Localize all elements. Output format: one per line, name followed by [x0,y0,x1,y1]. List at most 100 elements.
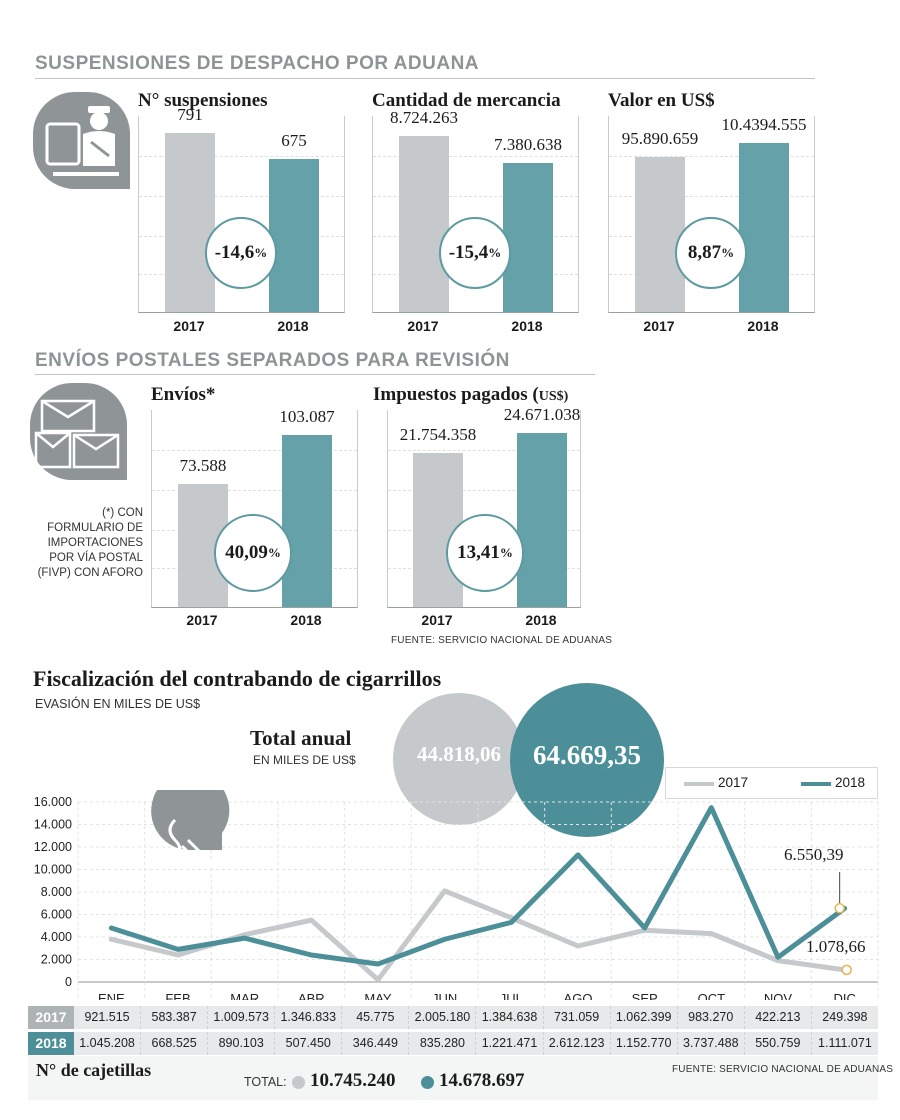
y-tick-label: 14.000 [34,818,72,832]
total-caj-dot-2017 [292,1076,305,1089]
table-cell: 921.515 [84,1010,130,1024]
chart-title-envios: Envíos* [151,384,216,405]
cigarette-icon [151,790,230,868]
bar-value-2018: 103.087 [279,407,335,426]
total-caj-label: TOTAL: [244,1075,287,1089]
bar-2018 [517,433,567,607]
legend-label-2017: 2017 [718,775,749,790]
chart-title-mercancia: Cantidad de mercancia [372,90,561,111]
bar-chart-mercancia: 8.724.263 7.380.638 -15,4% [372,108,579,313]
table-cell: 1.009.573 [207,1006,274,1029]
bar-value-2018: 24.671.038 [503,405,581,424]
table-cell: 550.759 [743,1032,811,1055]
bar-value-2018: 10.4394.555 [721,115,807,134]
total-2017-circle [393,693,525,825]
change-badge: -15,4% [439,217,511,289]
table-cell: 983.270 [676,1006,744,1029]
year-label-2017: 2017 [407,318,439,334]
section-rule [35,78,815,79]
bar-2018 [503,163,553,312]
x-tick-label: ENE [98,991,125,1000]
section-title-suspensiones: SUSPENSIONES DE DESPACHO POR ADUANA [35,53,480,74]
y-tick-label: 6.000 [41,908,72,922]
bar-value-2018: 675 [281,131,307,150]
table-cell: 45.775 [341,1006,408,1029]
year-label-2018: 2018 [525,612,557,628]
x-tick-label: DIC [833,991,855,1000]
table-cell: 1.346.833 [274,1006,341,1029]
point-marker-2017 [841,964,852,976]
table-cell: 668.525 [140,1032,207,1055]
y-tick-label: 10.000 [34,863,72,877]
table-cell: 1.221.471 [475,1032,542,1055]
bar-value-2017: 791 [177,105,203,124]
y-tick-label: 16.000 [34,795,72,809]
x-tick-label: ABR [298,991,325,1000]
year-label-2018: 2018 [511,318,543,334]
bar-2018 [739,143,789,312]
bar-chart-valor: 95.890.659 10.4394.555 8,87% [608,115,815,313]
cajetillas-label: N° de cajetillas [36,1060,152,1080]
chart-title-suspensiones: N° suspensiones [138,90,268,111]
change-badge: 13,41% [446,514,524,592]
bar-2018 [282,435,332,607]
total-caj-2017: 10.745.240 [310,1070,396,1091]
y-tick-label: 12.000 [34,840,72,854]
x-tick-label: NOV [764,991,793,1000]
bar-value-2017: 95.890.659 [621,129,699,148]
total-2018-circle [510,683,664,837]
year-label-2018: 2018 [290,612,322,628]
table-cell: 1.384.638 [475,1006,542,1029]
y-tick-label: 2.000 [41,953,72,967]
total-subtitle: EN MILES DE US$ [253,753,356,767]
y-tick-label: 8.000 [41,885,72,899]
line-chart: 02.0004.0006.0008.00010.00012.00014.0001… [34,790,879,1000]
legend-label-2018: 2018 [835,775,866,790]
table-cell: 583.387 [140,1006,207,1029]
series-line-2018 [108,805,848,967]
table-cell: 1.062.399 [609,1006,677,1029]
section-title-envios: ENVÍOS POSTALES SEPARADOS PARA REVISIÓN [35,350,510,371]
bar-value-2017: 21.754.358 [399,425,477,444]
table-cell: 890.103 [207,1032,274,1055]
x-tick-label: SEP [632,991,658,1000]
x-tick-label: JUN [432,991,457,1000]
bar-chart-envios: 73.588 103.087 40,09% [151,407,358,608]
bar-2017 [399,136,449,312]
y-tick-label: 0 [65,975,72,989]
officer-icon [33,92,130,189]
change-badge: -14,6% [205,217,277,289]
year-label-2018: 2018 [747,318,779,334]
total-title: Total anual [250,726,352,750]
chart-title-valor: Valor en US$ [608,90,715,111]
change-badge: 8,87% [675,217,747,289]
chart-title-impuestos: Impuestos pagados (US$) [373,384,569,405]
total-caj-dot-2018 [421,1076,434,1089]
section-rule [35,374,595,375]
legend: 2017 2018 [665,767,878,799]
source-note-2: FUENTE: SERVICIO NACIONAL DE ADUANAS [672,1064,894,1075]
table-cell: 3.737.488 [676,1032,744,1055]
point-marker-2018 [834,903,845,914]
table-cell: 731.059 [542,1006,610,1029]
total-2017-value: 44.818,06 [417,742,501,766]
x-tick-label: JUL [500,991,523,1000]
source-note: FUENTE: SERVICIO NACIONAL DE ADUANAS [391,635,613,646]
table-cell: 1.045.208 [79,1036,135,1050]
table-footer [28,1056,878,1100]
envelopes-icon [30,383,127,480]
bar-2017 [635,157,685,312]
bar-value-2017: 8.724.263 [390,108,458,127]
year-label-2017: 2017 [643,318,675,334]
bar-value-2018: 7.380.638 [494,135,562,154]
year-label-2017: 2017 [173,318,205,334]
bar-chart-impuestos: 21.754.358 24.671.038 13,41% [387,405,581,608]
table-cell: 2.612.123 [542,1032,610,1055]
table-cell: 507.450 [274,1032,341,1055]
row-label-2018: 2018 [28,1032,74,1055]
line-chart-title: Fiscalización del contrabando de cigarri… [33,666,442,691]
total-2018-value: 64.669,35 [533,740,641,770]
